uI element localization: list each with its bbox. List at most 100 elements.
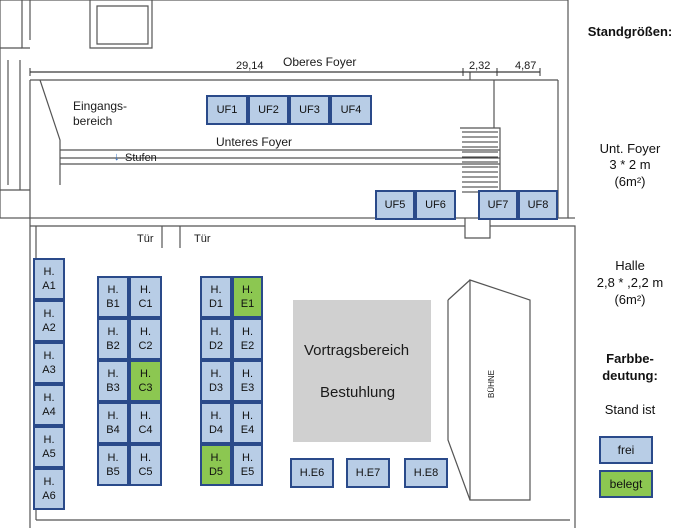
booth-uf2[interactable]: UF2: [248, 95, 289, 125]
booth-b3[interactable]: H. B3: [97, 360, 129, 402]
booth-a1[interactable]: H. A1: [33, 258, 65, 300]
booth-e5[interactable]: H. E5: [232, 444, 263, 486]
booth-c4[interactable]: H.C4: [129, 402, 162, 444]
upper-building-outline: [0, 0, 569, 219]
booth-code: A2: [42, 322, 56, 334]
booth-prefix: H.: [43, 266, 55, 278]
foyer-size-area: (6m²): [614, 174, 646, 189]
dimension-segment-a: 2,32: [469, 60, 491, 72]
booth-d1[interactable]: H. D1: [200, 276, 232, 318]
color-meaning-title-1: Farbbe-: [606, 351, 654, 366]
booth-prefix: H.: [43, 350, 55, 362]
booth-prefix: H.: [210, 410, 222, 422]
sizes-title: Standgrößen:: [587, 24, 673, 39]
foyer-size-dims: 3 * 2 m: [609, 157, 651, 172]
booth-b1[interactable]: H.B1: [97, 276, 129, 318]
booth-prefix: H.: [43, 434, 55, 446]
booth-label: UF6: [425, 199, 446, 211]
booth-he8[interactable]: H.E8: [404, 458, 448, 488]
booth-label: UF1: [216, 104, 238, 116]
booth-uf5[interactable]: UF5: [375, 190, 415, 220]
lecture-area-title: Vortragsbereich: [304, 342, 410, 359]
booth-uf4[interactable]: UF4: [330, 95, 372, 125]
booth-label: UF5: [384, 199, 406, 211]
booth-code: B5: [106, 466, 120, 478]
booth-a6[interactable]: H.A6: [33, 468, 65, 510]
booth-he6[interactable]: H.E6: [290, 458, 334, 488]
booth-d5[interactable]: H.D5: [200, 444, 232, 486]
booth-d3[interactable]: H.D3: [200, 360, 232, 402]
upper-foyer-label: Oberes Foyer: [283, 55, 357, 69]
booth-code: C4: [138, 424, 153, 436]
booth-uf1[interactable]: UF1: [206, 95, 248, 125]
booth-prefix: H.: [140, 368, 151, 380]
booth-uf8[interactable]: UF8: [518, 190, 558, 220]
legend-free: frei: [599, 436, 653, 464]
stage-label: BÜHNE: [487, 369, 496, 398]
booth-he7[interactable]: H.E7: [346, 458, 390, 488]
booth-prefix: H.: [107, 326, 119, 338]
booth-uf3[interactable]: UF3: [289, 95, 330, 125]
booth-code: A1: [42, 280, 56, 292]
steps-label: Stufen: [125, 152, 157, 164]
booth-c1[interactable]: H.C1: [129, 276, 162, 318]
booth-code: E2: [240, 340, 255, 352]
booth-e4[interactable]: H.E4: [232, 402, 263, 444]
booth-uf7[interactable]: UF7: [478, 190, 518, 220]
booth-code: H.E7: [355, 467, 381, 479]
booth-e1[interactable]: H.E1: [232, 276, 263, 318]
booth-prefix: H.: [140, 452, 151, 464]
booth-c5[interactable]: H. C5: [129, 444, 162, 486]
booth-code: C1: [138, 298, 153, 310]
booth-prefix: H.: [140, 326, 151, 338]
booth-prefix: H.: [43, 392, 55, 404]
legend-free-label: frei: [617, 443, 635, 457]
booth-a5[interactable]: H.A5: [33, 426, 65, 468]
booth-code: D3: [208, 382, 224, 394]
legend-taken: belegt: [599, 470, 653, 498]
booth-prefix: H.: [43, 308, 55, 320]
booth-prefix: H.: [242, 326, 253, 338]
booth-code: C2: [138, 340, 153, 352]
booth-code: D2: [208, 340, 224, 352]
booth-prefix: H.: [210, 284, 222, 296]
dimension-upper-foyer: 29,14: [236, 60, 264, 72]
booth-code: B4: [106, 424, 120, 436]
booth-a3[interactable]: H.A3: [33, 342, 65, 384]
booth-label: UF7: [487, 199, 509, 211]
booth-d2[interactable]: H. D2: [200, 318, 232, 360]
booth-a4[interactable]: H.A4: [33, 384, 65, 426]
booth-c2[interactable]: H. C2: [129, 318, 162, 360]
booth-code: E3: [240, 382, 255, 394]
booth-label: UF8: [527, 199, 549, 211]
booth-a2[interactable]: H. A2: [33, 300, 65, 342]
booth-code: B3: [106, 382, 120, 394]
booth-code: C5: [138, 466, 153, 478]
booth-code: D5: [208, 466, 224, 478]
booth-b4[interactable]: H. B4: [97, 402, 129, 444]
booth-prefix: H.: [107, 452, 119, 464]
booth-prefix: H.: [107, 410, 119, 422]
legend-taken-label: belegt: [609, 477, 643, 491]
booth-prefix: H.: [210, 326, 222, 338]
booth-code: H.E6: [299, 467, 325, 479]
booth-e3[interactable]: H.E3: [232, 360, 263, 402]
booth-c3[interactable]: H. C3: [129, 360, 162, 402]
booth-uf6[interactable]: UF6: [415, 190, 456, 220]
booth-code: C3: [138, 382, 153, 394]
booth-prefix: H.: [107, 368, 119, 380]
booth-code: E5: [240, 466, 255, 478]
lecture-area-subtitle: Bestuhlung: [320, 384, 396, 401]
booth-prefix: H.: [242, 284, 253, 296]
booth-prefix: H.: [242, 452, 253, 464]
booth-b2[interactable]: H.B2: [97, 318, 129, 360]
booth-code: D1: [208, 298, 224, 310]
arrow-down-icon: ↓: [114, 151, 120, 163]
booth-e2[interactable]: H. E2: [232, 318, 263, 360]
booth-code: H.E8: [413, 467, 439, 479]
booth-b5[interactable]: H. B5: [97, 444, 129, 486]
hall-size-dims: 2,8 * ,2,2 m: [596, 275, 664, 290]
booth-d4[interactable]: H.D4: [200, 402, 232, 444]
